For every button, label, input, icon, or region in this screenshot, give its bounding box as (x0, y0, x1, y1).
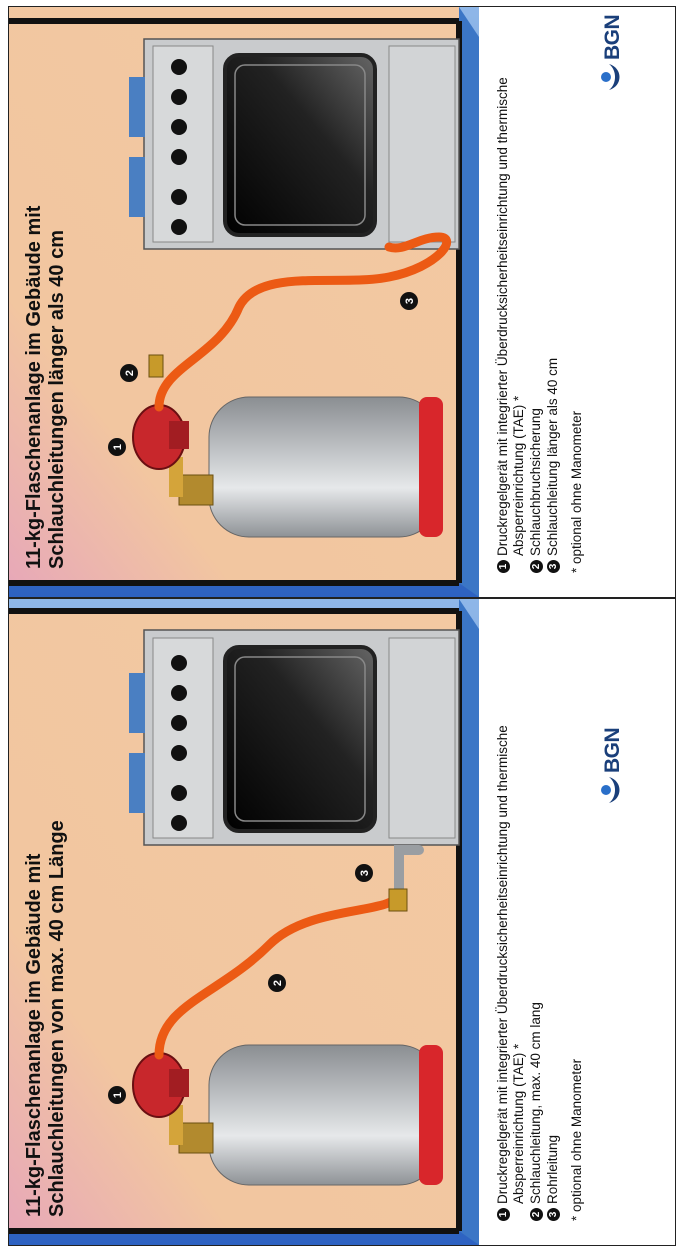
marker-1: 1 (108, 1086, 126, 1104)
panel-hose-max-40cm: 1 2 3 11-kg-Flaschenanlage im Gebäude mi… (8, 598, 676, 1246)
marker-3: 3 (355, 864, 373, 882)
title-line-2: Schlauchleitungen von max. 40 cm Länge (46, 820, 69, 1217)
panel-title: 11-kg-Flaschenanlage im Gebäude mit Schl… (23, 820, 69, 1217)
panel-content-rotated: 1 2 3 11-kg-Flaschenanlage im Gebäude mi… (9, 7, 675, 597)
bgn-logo: BGN (599, 15, 627, 92)
title-line-2: Schlauchleitungen länger als 40 cm (46, 206, 69, 569)
footnote: * optional ohne Manometer (569, 661, 585, 1221)
svg-text:1: 1 (112, 1092, 124, 1098)
title-line-1: 11-kg-Flaschenanlage im Gebäude mit (23, 820, 46, 1217)
svg-text:2: 2 (124, 370, 136, 376)
panel-content-rotated: 1 2 3 11-kg-Flaschenanlage im Gebäude mi… (9, 599, 675, 1245)
footnote: * optional ohne Manometer (569, 33, 585, 573)
svg-text:2: 2 (272, 980, 284, 986)
marker-2: 2 (120, 364, 138, 382)
marker-3: 3 (400, 292, 418, 310)
svg-text:3: 3 (404, 298, 416, 304)
bgn-logo-icon (599, 62, 627, 92)
marker-2: 2 (268, 974, 286, 992)
marker-1: 1 (108, 438, 126, 456)
gas-stove (129, 39, 459, 249)
installation-illustration: 1 2 3 (9, 599, 479, 1245)
bgn-logo: BGN (599, 728, 627, 805)
svg-text:1: 1 (112, 444, 124, 450)
gas-stove (129, 630, 459, 845)
title-line-1: 11-kg-Flaschenanlage im Gebäude mit (23, 206, 46, 569)
panel-title: 11-kg-Flaschenanlage im Gebäude mit Schl… (23, 206, 69, 569)
bgn-logo-icon (599, 775, 627, 805)
svg-text:3: 3 (359, 870, 371, 876)
panel-hose-longer-than-40cm: 1 2 3 11-kg-Flaschenanlage im Gebäude mi… (8, 6, 676, 598)
installation-illustration: 1 2 3 (9, 7, 479, 597)
